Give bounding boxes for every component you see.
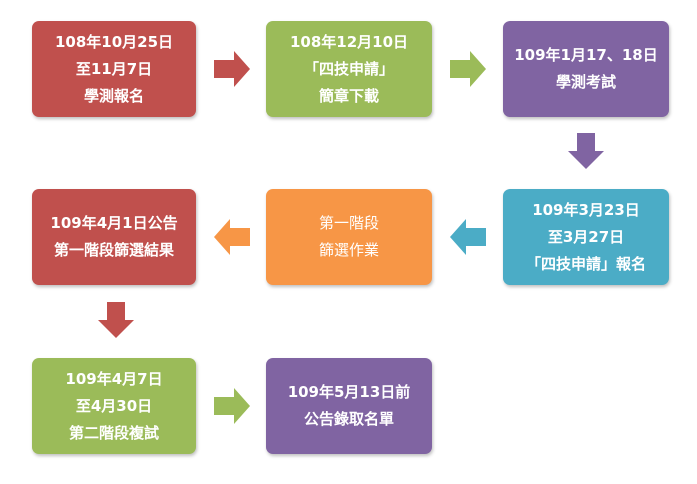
step-1-line-2: 至11月7日 (75, 59, 153, 78)
step-2-box: 108年12月10日 「四技申請」 簡章下載 (266, 21, 432, 117)
step-8-box: 109年5月13日前 公告錄取名單 (266, 358, 432, 454)
step-2-line-2: 「四技申請」 (303, 59, 394, 78)
step-1-line-3: 學測報名 (83, 86, 144, 105)
arrow-left-icon (450, 219, 486, 255)
step-1-box: 108年10月25日 至11月7日 學測報名 (32, 21, 196, 117)
step-5-box: 第一階段 篩選作業 (266, 189, 432, 285)
arrow-3-4-shape (568, 133, 604, 169)
step-6-line-2: 第一階段篩選結果 (53, 241, 174, 259)
step-4-box: 109年3月23日 至3月27日 「四技申請」報名 (503, 189, 669, 285)
arrow-right-icon (214, 388, 250, 424)
step-7-line-2: 至4月30日 (75, 396, 153, 415)
arrow-left-icon (214, 219, 250, 255)
step-4-line-2: 至3月27日 (547, 227, 625, 246)
arrow-right-icon (450, 51, 486, 87)
arrow-1-2-shape (214, 51, 250, 87)
step-3-line-1: 109年1月17、18日 (514, 46, 658, 64)
step-6-box: 109年4月1日公告 第一階段篩選結果 (32, 189, 196, 285)
step-5-line-1: 第一階段 (318, 214, 379, 232)
arrow-7-8-shape (214, 388, 250, 424)
step-7-line-3: 第二階段複試 (68, 423, 159, 442)
step-5-line-2: 篩選作業 (318, 241, 379, 259)
step-8-line-1: 109年5月13日前 (287, 383, 411, 401)
step-2-line-3: 簡章下載 (318, 86, 379, 105)
arrow-6-7-shape (98, 302, 134, 338)
step-1-line-1: 108年10月25日 (54, 32, 174, 51)
arrow-5-6-shape (214, 219, 250, 255)
step-7-box: 109年4月7日 至4月30日 第二階段複試 (32, 358, 196, 454)
step-6-line-1: 109年4月1日公告 (50, 214, 178, 232)
step-4-line-3: 「四技申請」報名 (525, 254, 646, 273)
step-3-box: 109年1月17、18日 學測考試 (503, 21, 669, 117)
step-4-line-1: 109年3月23日 (532, 200, 640, 219)
arrow-down-icon (98, 302, 134, 338)
arrow-4-5-shape (450, 219, 486, 255)
step-7-line-1: 109年4月7日 (65, 369, 163, 388)
arrow-right-icon (214, 51, 250, 87)
step-3-line-2: 學測考試 (555, 73, 616, 91)
step-2-line-1: 108年12月10日 (289, 32, 409, 51)
arrow-down-icon (568, 133, 604, 169)
arrow-2-3-shape (450, 51, 486, 87)
step-8-line-2: 公告錄取名單 (303, 410, 394, 428)
